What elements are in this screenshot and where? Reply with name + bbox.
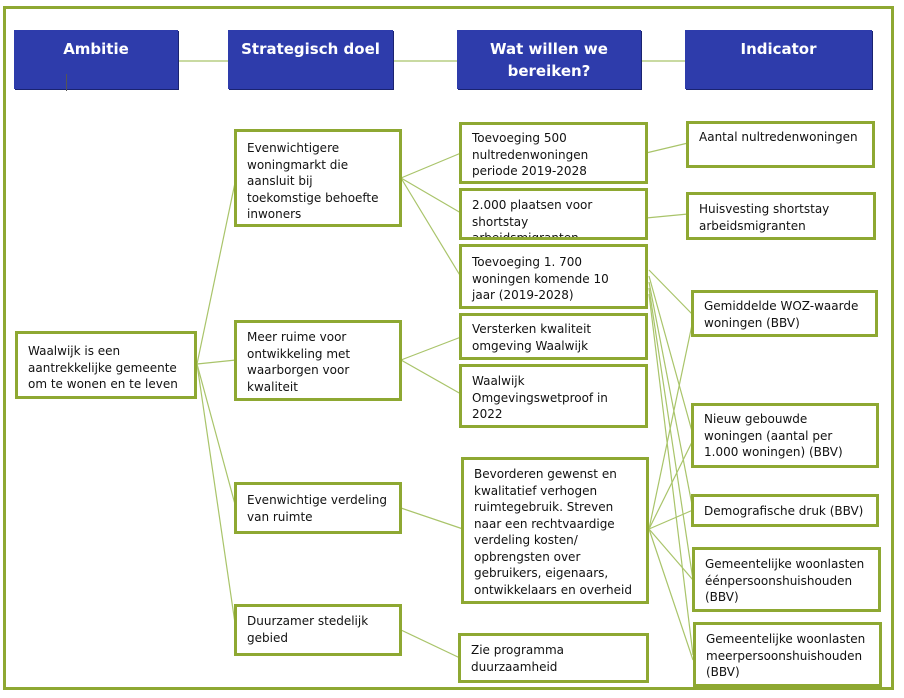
indicator-box: Aantal nultredenwoningen xyxy=(686,121,875,168)
header-wat-willen-we-bereiken: Wat willen we bereiken? xyxy=(457,30,641,89)
outcome-box: Bevorderen gewenst en kwalitatief verhog… xyxy=(461,457,649,604)
indicator-box: Gemeentelijke woonlasten meerpersoonshui… xyxy=(693,622,882,687)
header-indicator: Indicator xyxy=(685,30,872,89)
header-ambitie: Ambitie xyxy=(14,30,178,89)
diagram-frame xyxy=(3,6,894,690)
goal-box: Duurzamer stedelijk gebied xyxy=(234,604,402,656)
indicator-box: Gemiddelde WOZ-waarde woningen (BBV) xyxy=(691,290,878,337)
indicator-box: Huisvesting shortstay arbeidsmigranten xyxy=(686,192,876,240)
indicator-box: Nieuw gebouwde woningen (aantal per 1.00… xyxy=(691,403,879,468)
goal-box: Evenwichtigere woningmarkt die aansluit … xyxy=(234,129,402,227)
outcome-box: Toevoeging 1. 700 woningen komende 10 ja… xyxy=(459,244,648,309)
goal-box: Meer ruime voor ontwikkeling met waarbor… xyxy=(234,320,402,401)
outcome-box: 2.000 plaatsen voor shortstay arbeidsmig… xyxy=(459,188,648,240)
indicator-box: Gemeentelijke woonlasten éénpersoonshuis… xyxy=(692,547,881,612)
goal-box: Evenwichtige verdeling van ruimte xyxy=(234,482,402,534)
outcome-box: Toevoeging 500 nultredenwoningen periode… xyxy=(459,122,648,184)
ambition-box: Waalwijk is een aantrekkelijke gemeente … xyxy=(15,331,197,399)
outcome-box: Zie programma duurzaamheid xyxy=(458,633,649,683)
outcome-box: Versterken kwaliteit omgeving Waalwijk xyxy=(459,313,648,360)
text-cursor xyxy=(66,74,67,91)
indicator-box: Demografische druk (BBV) xyxy=(691,494,879,527)
header-strategisch-doel: Strategisch doel xyxy=(228,30,393,89)
outcome-box: Waalwijk Omgevingswetproof in 2022 xyxy=(459,364,648,428)
